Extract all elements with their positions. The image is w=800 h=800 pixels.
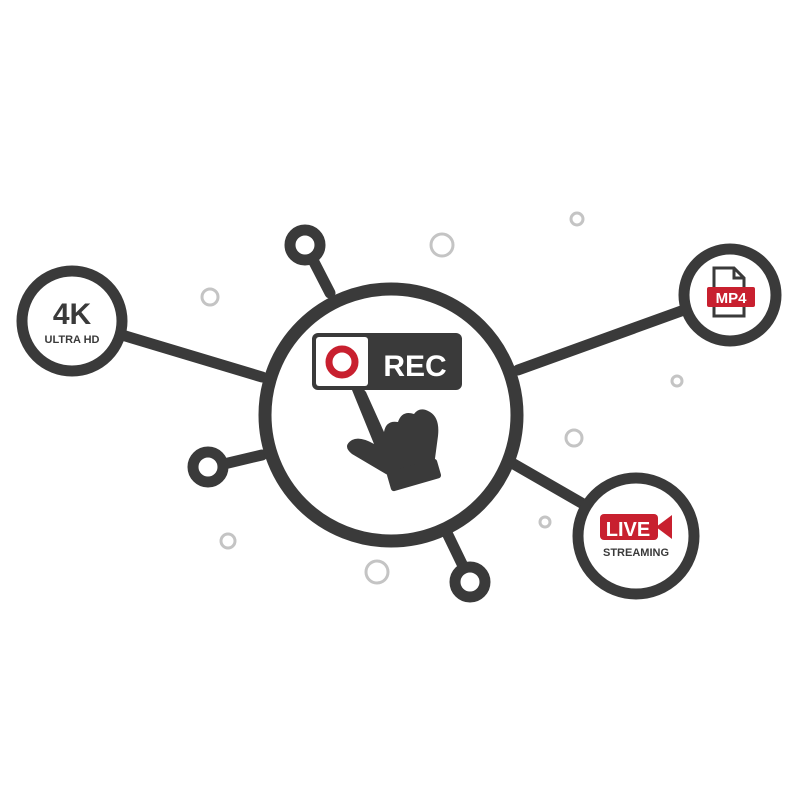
record-dot-icon <box>325 345 359 379</box>
connector-left-node <box>218 449 268 470</box>
connector-live <box>506 457 591 511</box>
file-icon <box>707 266 755 318</box>
connector-top-node <box>307 254 336 299</box>
pointing-hand-icon <box>347 387 442 492</box>
video-camera-icon <box>600 514 672 540</box>
connector-4k <box>116 329 268 383</box>
live-label: LIVE <box>606 519 650 541</box>
left-node <box>187 446 229 488</box>
rec-label: REC <box>383 350 446 383</box>
decor-dots <box>200 211 684 585</box>
main-circle <box>258 282 524 548</box>
rec-button[interactable]: REC <box>312 333 462 390</box>
4k-label: 4K <box>53 298 92 331</box>
mp4-label: MP4 <box>716 290 748 307</box>
4k-node <box>16 265 128 377</box>
ultra-hd-label: ULTRA HD <box>45 334 100 346</box>
connector-bottom-node <box>442 529 469 572</box>
bottom-node <box>449 561 491 603</box>
connector-mp4 <box>512 304 690 376</box>
streaming-label: STREAMING <box>603 547 669 559</box>
connectors <box>116 254 690 572</box>
top-node <box>284 224 326 266</box>
small-nodes <box>187 224 491 603</box>
